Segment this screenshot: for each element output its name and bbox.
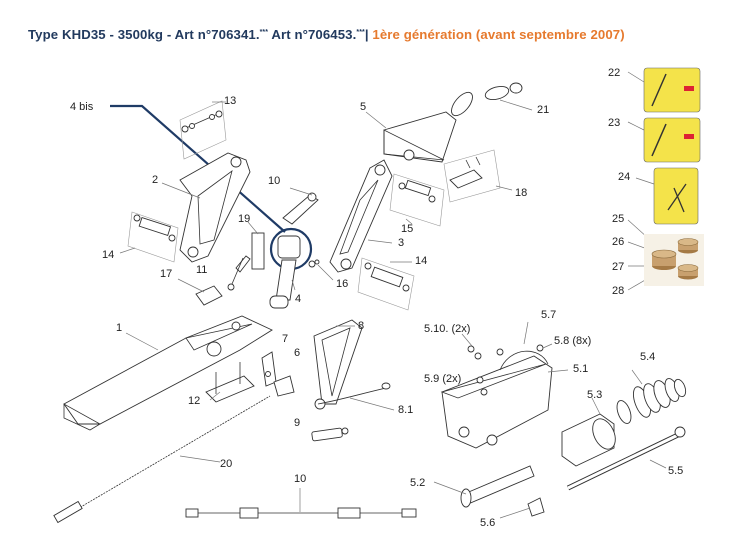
title-stars-2: *** [356, 29, 365, 36]
title-model: Type KHD35 - 3500kg - Art n°706341. [28, 27, 260, 42]
label-8: 8 [358, 320, 364, 332]
label-12: 12 [188, 395, 200, 407]
part-12: 12 [188, 362, 255, 407]
label-17: 17 [160, 268, 172, 280]
part-13: 13 [179, 95, 236, 160]
part-6: 6 [273, 347, 300, 397]
label-15: 15 [401, 223, 413, 235]
label-10-upper: 10 [268, 175, 280, 187]
part-2: 2 [152, 152, 251, 263]
label-27: 27 [612, 261, 624, 273]
label-6: 6 [294, 347, 300, 359]
label-22: 22 [608, 67, 620, 79]
label-11: 11 [196, 264, 207, 276]
part-5-9: 5.9 (2x) [424, 373, 488, 396]
part-8: 8 [313, 319, 364, 410]
label-5-4: 5.4 [640, 351, 655, 363]
part-20: 20 [53, 395, 271, 524]
label-5-5: 5.5 [668, 465, 683, 477]
label-8-1: 8.1 [398, 404, 413, 416]
part-21: 21 [484, 82, 549, 116]
label-2: 2 [152, 174, 158, 186]
part-3: 3 [329, 159, 404, 273]
title-article: Art n°706453. [268, 27, 357, 42]
label-14-left: 14 [102, 249, 114, 261]
label-26: 26 [612, 236, 624, 248]
label-28: 28 [612, 285, 624, 297]
label-5: 5 [360, 101, 366, 113]
label-5-1: 5.1 [573, 363, 588, 375]
part-11: 11 [196, 255, 251, 291]
label-1: 1 [116, 322, 122, 334]
part-9: 9 [294, 417, 349, 442]
part-8-1: 8.1 [317, 382, 413, 416]
part-5-8: 5.8 (8x) [536, 335, 591, 352]
label-4bis: 4 bis [70, 101, 94, 113]
label-4: 4 [295, 293, 301, 305]
label-25: 25 [612, 213, 624, 225]
label-23: 23 [608, 117, 620, 129]
label-5-9: 5.9 (2x) [424, 373, 461, 385]
label-21: 21 [537, 104, 549, 116]
title-generation: 1ère génération (avant septembre 2007) [372, 27, 625, 42]
part-15: 15 [389, 173, 445, 235]
part-1: 1 [63, 315, 273, 431]
thumb-25-28: 25 26 27 28 [612, 213, 704, 297]
label-7: 7 [282, 333, 288, 345]
part-5-2: 5.2 [410, 465, 535, 508]
part-19: 19 [238, 213, 265, 270]
part-18: 18 [443, 149, 527, 203]
label-5-10: 5.10. (2x) [424, 323, 470, 335]
part-4-shock: 4 16 [269, 235, 348, 309]
title-stars-1: *** [259, 29, 269, 36]
part-5-7: 5.7 [496, 309, 556, 356]
label-18: 18 [515, 187, 527, 199]
part-5-6: 5.6 [480, 497, 545, 529]
title-separator: | [364, 27, 373, 42]
label-14-right: 14 [415, 255, 427, 267]
label-3: 3 [398, 237, 404, 249]
part-14-right: 14 [357, 255, 427, 311]
label-5-7: 5.7 [541, 309, 556, 321]
part-5-3: 5.3 [561, 389, 616, 467]
part-5: 5 [360, 91, 473, 163]
label-19: 19 [238, 213, 250, 225]
label-24: 24 [618, 171, 630, 183]
label-5-6: 5.6 [480, 517, 495, 529]
part-5-1: 5.1 [440, 350, 588, 449]
part-5-10: 5.10. (2x) [424, 323, 482, 360]
label-5-8: 5.8 (8x) [554, 335, 591, 347]
page-title: Type KHD35 - 3500kg - Art n°706341.*** A… [28, 27, 625, 42]
thumb-23: 23 [608, 117, 701, 163]
part-10-lower: 10 [185, 473, 417, 519]
part-10-upper: 10 [268, 175, 319, 225]
label-5-3: 5.3 [587, 389, 602, 401]
label-5-2: 5.2 [410, 477, 425, 489]
part-5-5: 5.5 [566, 426, 686, 491]
part-5-4: 5.4 [616, 351, 687, 424]
label-9: 9 [294, 417, 300, 429]
label-10-lower: 10 [294, 473, 306, 485]
part-14-left: 14 [102, 211, 179, 263]
thumb-24: 24 [618, 167, 699, 225]
label-13: 13 [224, 95, 236, 107]
thumb-22: 22 [608, 67, 701, 113]
label-16: 16 [336, 278, 348, 290]
label-20: 20 [220, 458, 232, 470]
part-17: 17 [160, 268, 223, 306]
